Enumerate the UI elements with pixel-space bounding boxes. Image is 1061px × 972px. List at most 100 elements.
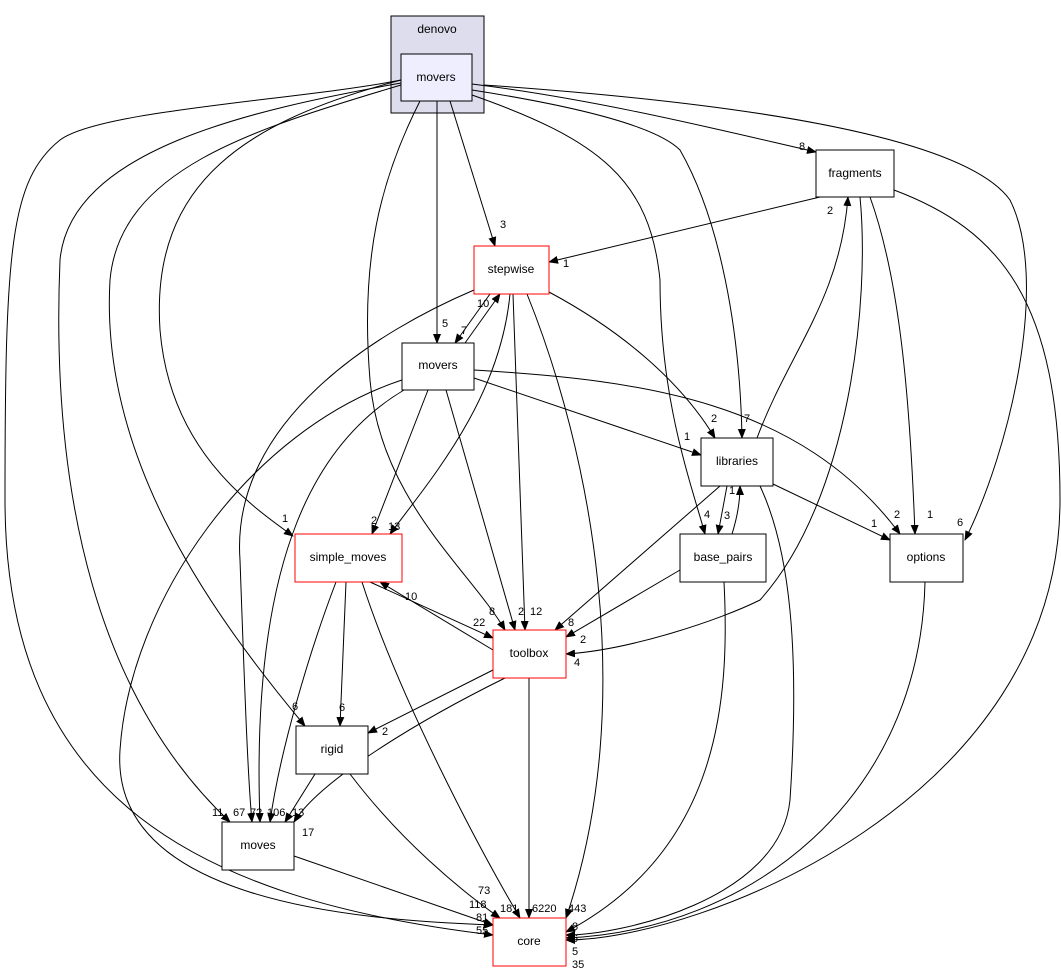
edge-stepwise-to-core[interactable]: 443: [526, 293, 604, 919]
edge-toolbox-to-simple-moves[interactable]: 10: [379, 581, 494, 651]
node-libraries[interactable]: libraries: [700, 437, 774, 487]
edge-movers-top-to-core[interactable]: 55: [4, 79, 494, 938]
edge-movers-top-to-moves[interactable]: 11: [58, 82, 402, 823]
edge-stepwise-to-moves[interactable]: 67: [233, 289, 475, 823]
edge-label[interactable]: 2: [382, 726, 388, 738]
edge-label[interactable]: 10: [405, 591, 417, 603]
node-core[interactable]: core: [492, 917, 567, 967]
edge-toolbox-to-core[interactable]: 6220: [525, 678, 556, 919]
edge-rigid-to-moves[interactable]: 13: [284, 773, 316, 823]
edge-label[interactable]: 11: [212, 807, 223, 819]
edge-label[interactable]: 10: [477, 298, 489, 310]
edge-label[interactable]: 106: [267, 807, 285, 819]
edge-libraries-to-fragments[interactable]: 2: [756, 196, 852, 439]
edge-stepwise-to-toolbox[interactable]: 12: [512, 293, 542, 631]
edge-label[interactable]: 7: [744, 413, 750, 425]
edge-movers-to-stepwise[interactable]: 10: [464, 293, 501, 344]
node-options[interactable]: options: [889, 533, 964, 583]
edge-label[interactable]: 1: [729, 485, 735, 497]
edge-label[interactable]: 8: [489, 606, 495, 618]
edge-label[interactable]: 6: [957, 517, 963, 529]
edge-label[interactable]: 12: [530, 606, 542, 618]
edge-movers-top-to-stepwise[interactable]: 3: [449, 100, 506, 247]
edge-rigid-to-core[interactable]: 73: [349, 773, 501, 919]
node-base-pairs[interactable]: base_pairs: [679, 533, 767, 583]
edge-label[interactable]: 181: [500, 903, 518, 915]
edge-label[interactable]: 72: [250, 807, 262, 819]
edge-label[interactable]: 4: [704, 509, 710, 521]
edge-label[interactable]: 8: [799, 141, 805, 153]
edge-label[interactable]: 1: [563, 258, 569, 270]
edge-label[interactable]: 2: [894, 509, 900, 521]
edge-label[interactable]: 13: [292, 807, 304, 819]
edge-label[interactable]: 2: [580, 634, 586, 646]
edge-libraries-to-toolbox[interactable]: 8: [554, 485, 721, 631]
edge-base-pairs-to-core[interactable]: 6: [565, 581, 726, 945]
edge-simple-moves-to-core[interactable]: 181: [361, 581, 521, 919]
node-toolbox[interactable]: toolbox: [492, 629, 567, 679]
edge-stepwise-to-movers[interactable]: 7: [454, 293, 491, 344]
node-simple-moves[interactable]: simple_moves: [294, 533, 403, 583]
edge-movers-to-core[interactable]: 81: [119, 379, 494, 929]
edge-label[interactable]: 73: [478, 885, 490, 897]
edge-movers-top-to-base-pairs[interactable]: 4: [471, 94, 710, 535]
edge-label[interactable]: 6: [572, 933, 578, 945]
edge-base-pairs-to-toolbox[interactable]: 2: [565, 569, 681, 646]
edge-label[interactable]: 118: [469, 899, 487, 911]
edge-label[interactable]: 6: [339, 702, 345, 714]
edge-label[interactable]: 2: [827, 205, 833, 217]
edge-label[interactable]: 6220: [532, 903, 556, 915]
edge-label[interactable]: 4: [574, 657, 580, 669]
edge-movers-top-to-movers[interactable]: 5: [433, 101, 448, 344]
edge-fragments-to-toolbox[interactable]: 4: [565, 196, 863, 669]
edge-label[interactable]: 3: [500, 219, 506, 231]
edge-label[interactable]: 443: [568, 903, 586, 915]
edge-label[interactable]: 22: [473, 617, 485, 629]
edge-stepwise-to-simple-moves[interactable]: 13: [388, 293, 511, 535]
edge-stepwise-to-libraries[interactable]: 2: [548, 291, 717, 439]
edge-libraries-to-base-pairs[interactable]: 3: [715, 485, 730, 535]
edge-label[interactable]: 1: [684, 431, 690, 443]
node-fragments[interactable]: fragments: [815, 149, 895, 198]
edge-label[interactable]: 1: [871, 518, 877, 530]
node-movers-top[interactable]: movers: [400, 53, 473, 102]
node-stepwise[interactable]: stepwise: [473, 245, 550, 295]
edge-fragments-to-stepwise[interactable]: 1: [548, 196, 821, 270]
edge-label[interactable]: 1: [282, 513, 288, 525]
edge-label[interactable]: 17: [302, 827, 314, 839]
edge-movers-top-to-simple-moves[interactable]: 1: [158, 79, 402, 537]
edge-label[interactable]: 3: [724, 510, 730, 522]
edge-simple-moves-to-moves[interactable]: 106: [267, 581, 337, 823]
edge-base-pairs-to-libraries[interactable]: 1: [729, 485, 744, 535]
edge-label[interactable]: 2: [711, 413, 717, 425]
edge-label[interactable]: 2: [518, 606, 524, 618]
edge-moves-to-core[interactable]: 118: [293, 855, 494, 926]
edge-movers-top-to-rigid[interactable]: 6: [108, 84, 402, 727]
edge-label[interactable]: 7: [461, 325, 467, 337]
node-rigid[interactable]: rigid: [295, 725, 369, 775]
edge-label[interactable]: 13: [388, 521, 400, 533]
edge-movers-to-moves[interactable]: 72: [250, 389, 405, 823]
edge-simple-moves-to-rigid[interactable]: 6: [336, 581, 347, 727]
edge-label[interactable]: 35: [572, 959, 584, 971]
edge-fragments-to-core[interactable]: 35: [565, 189, 1061, 971]
node-moves[interactable]: moves: [221, 821, 295, 871]
edge-label[interactable]: 67: [233, 807, 245, 819]
node-movers[interactable]: movers: [401, 342, 475, 391]
edge-toolbox-to-rigid[interactable]: 2: [367, 669, 494, 738]
edge-movers-top-to-toolbox[interactable]: 8: [366, 100, 506, 631]
edge-toolbox-to-moves[interactable]: 17: [293, 677, 506, 839]
edge-movers-to-toolbox[interactable]: 2: [445, 389, 524, 631]
edge-movers-top-to-libraries[interactable]: 7: [471, 89, 750, 439]
edge-label[interactable]: 2: [371, 515, 377, 527]
edge-movers-to-libraries[interactable]: 1: [473, 377, 702, 456]
edge-options-to-core[interactable]: 5: [565, 581, 926, 958]
edge-fragments-to-options[interactable]: 1: [869, 196, 933, 535]
edge-label[interactable]: 1: [927, 509, 933, 521]
edge-movers-to-options[interactable]: 2: [473, 369, 901, 535]
edge-label[interactable]: 8: [568, 617, 574, 629]
edge-label[interactable]: 5: [572, 946, 578, 958]
edge-movers-top-to-fragments[interactable]: 8: [471, 83, 817, 154]
edge-label[interactable]: 5: [442, 318, 448, 330]
edge-movers-to-simple-moves[interactable]: 2: [371, 389, 429, 535]
